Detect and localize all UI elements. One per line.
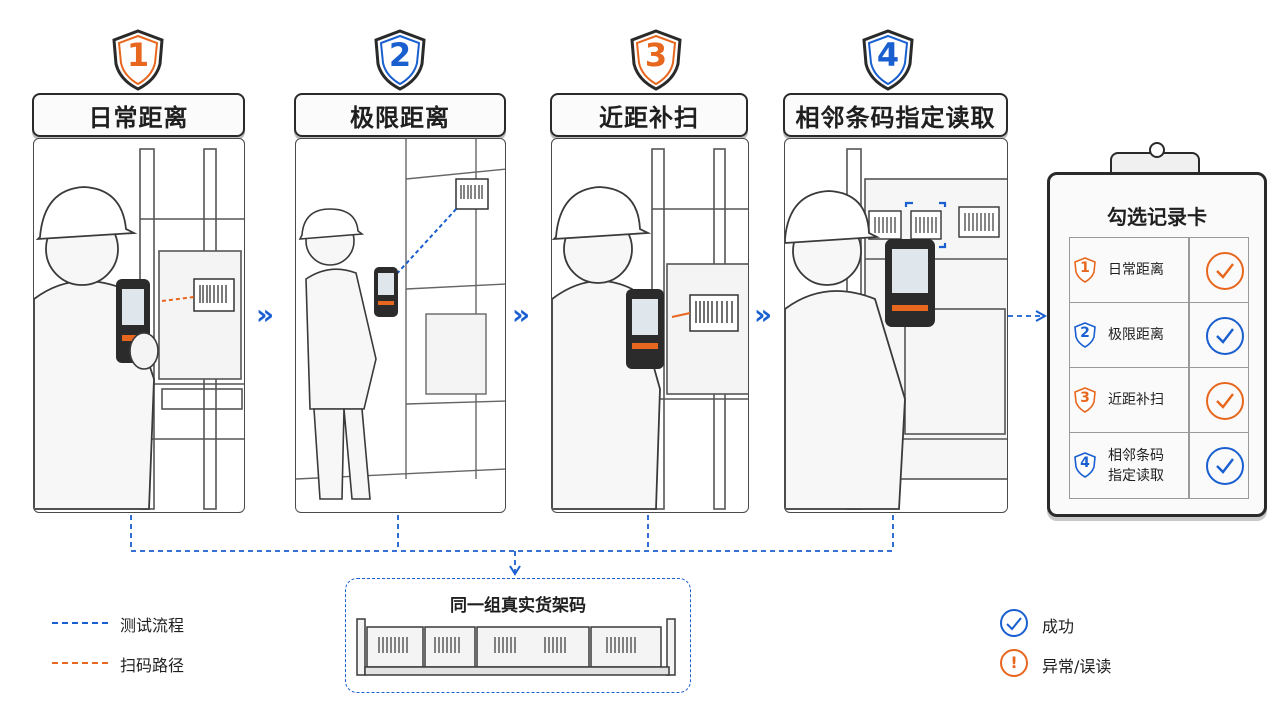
checklist-row: 4 相邻条码指定读取 — [1070, 433, 1248, 498]
legend-test-flow-line — [52, 622, 108, 624]
shield-2-icon: 2 — [1074, 322, 1096, 348]
step-3-shield-icon: 3 — [628, 28, 684, 92]
chevron-right-icon: » — [754, 298, 773, 331]
step-1-number: 1 — [126, 36, 150, 74]
step-4-illustration — [784, 138, 1008, 513]
checklist-row-label: 近距补扫 — [1108, 392, 1164, 408]
shelf-barcode-group-title: 同一组真实货架码 — [450, 596, 586, 616]
legend-test-flow-label: 测试流程 — [120, 616, 185, 635]
legend-error-label: 异常/误读 — [1042, 657, 1112, 676]
step-1-label-box: 日常距离 — [32, 93, 245, 137]
step-3-label-box: 近距补扫 — [550, 93, 748, 137]
check-circle-icon — [1206, 447, 1244, 485]
shield-1-icon: 1 — [1074, 257, 1096, 283]
checklist-row-number: 3 — [1080, 390, 1090, 406]
check-circle-icon — [1206, 317, 1244, 355]
shield-4-icon: 4 — [1074, 452, 1096, 478]
shelf-barcode-group — [345, 578, 691, 693]
error-exclamation-icon: ! — [1000, 649, 1028, 677]
legend-scan-path-label: 扫码路径 — [120, 656, 185, 675]
check-circle-icon — [1206, 252, 1244, 290]
checklist-card: 勾选记录卡 1 日常距离 2 极限距离 — [1047, 172, 1267, 517]
step-2-shield-icon: 2 — [372, 28, 428, 92]
chevron-right-icon: » — [256, 298, 275, 331]
step-3-label: 近距补扫 — [599, 103, 699, 132]
step-4-shield-icon: 4 — [860, 28, 916, 92]
checklist-row-label: 日常距离 — [1108, 262, 1164, 278]
checklist-row-number: 2 — [1080, 325, 1090, 341]
checklist-row: 1 日常距离 — [1070, 238, 1248, 303]
checklist-card-title: 勾选记录卡 — [1107, 205, 1207, 229]
checklist-row-label: 相邻条码指定读取 — [1108, 447, 1164, 484]
legend-scan-path-line — [52, 662, 108, 664]
checklist-row-label: 极限距离 — [1108, 327, 1164, 343]
step-2-label-box: 极限距离 — [294, 93, 506, 137]
step-3-illustration — [551, 138, 749, 513]
legend-success-label: 成功 — [1042, 617, 1075, 636]
step-2-illustration — [295, 138, 506, 513]
step-4-label: 相邻条码指定读取 — [795, 103, 996, 132]
success-check-icon — [1000, 609, 1028, 637]
step-1-label: 日常距离 — [88, 103, 189, 132]
step-2-label: 极限距离 — [350, 103, 450, 132]
checklist-row-number: 1 — [1080, 260, 1090, 276]
shelf-barcodes-illustration — [356, 618, 676, 676]
step-2-number: 2 — [388, 36, 412, 74]
step-1-illustration — [33, 138, 245, 513]
checklist-table: 1 日常距离 2 极限距离 3 近距补扫 — [1069, 237, 1249, 499]
checklist-row: 3 近距补扫 — [1070, 368, 1248, 433]
checklist-row-number: 4 — [1080, 455, 1090, 471]
step-4-number: 4 — [876, 36, 900, 74]
chevron-right-icon: » — [512, 298, 531, 331]
step-4-label-box: 相邻条码指定读取 — [783, 93, 1008, 137]
checklist-row: 2 极限距离 — [1070, 303, 1248, 368]
shield-3-icon: 3 — [1074, 387, 1096, 413]
check-circle-icon — [1206, 382, 1244, 420]
step-1-shield-icon: 1 — [110, 28, 166, 92]
step-3-number: 3 — [644, 36, 668, 74]
